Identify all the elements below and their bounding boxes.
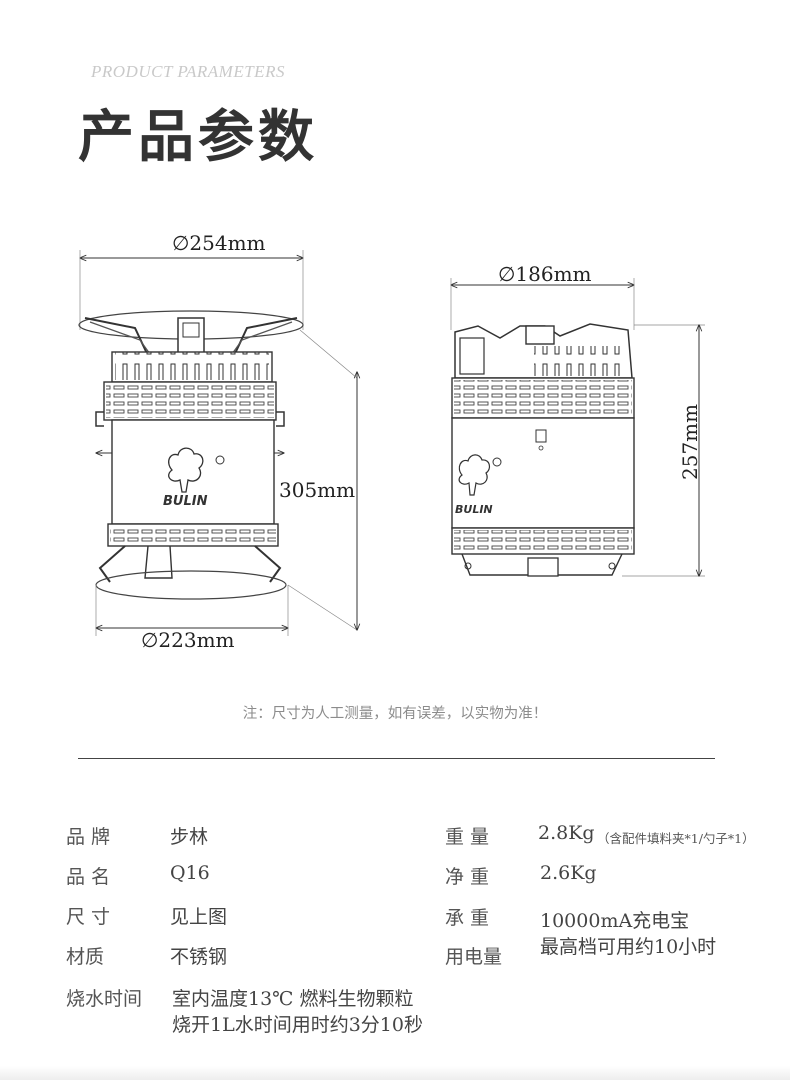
stove-compact-view: ∅186mm BULIN 257mm: [451, 262, 705, 576]
spec-boil-label: 烧水时间: [66, 988, 143, 1010]
spec-material-value: 不锈钢: [170, 946, 228, 968]
spec-name-label: 品 名: [66, 866, 111, 888]
brand-logo: BULIN: [163, 447, 225, 509]
spec-brand-value: 步林: [170, 826, 209, 848]
spec-size-value: 见上图: [170, 906, 228, 928]
bottom-fade: [0, 1066, 790, 1080]
spec-weight-label: 重 量: [445, 826, 490, 848]
left-height-label: 305mm: [279, 478, 355, 502]
brand-logo-text: BULIN: [163, 494, 208, 509]
spec-bearing-label: 承 重: [445, 907, 490, 929]
right-top-diameter-label: ∅186mm: [498, 262, 592, 286]
dimension-drawing: ∅254mm 224mm BULIN: [78, 231, 705, 652]
spec-boil-value-line2: 烧开1L水时间用时约3分10秒: [172, 1014, 423, 1036]
left-top-diameter-label: ∅254mm: [172, 231, 266, 255]
spec-power-label: 用电量: [445, 946, 503, 968]
right-height-label: 257mm: [678, 404, 702, 480]
divider: [78, 758, 715, 759]
spec-name-value: Q16: [170, 862, 210, 884]
spec-boil-value-line1: 室内温度13℃ 燃料生物颗粒: [172, 988, 414, 1010]
spec-weight-value: 2.8Kg: [538, 822, 595, 844]
brand-logo-compact: BULIN: [455, 454, 493, 516]
brand-logo-compact-text: BULIN: [455, 503, 493, 516]
spec-net-value: 2.6Kg: [540, 862, 597, 884]
spec-power-value-line2: 最高档可用约10小时: [540, 936, 717, 958]
measurement-note: 注：尺寸为人工测量，如有误差，以实物为准！: [242, 706, 548, 722]
left-bottom-diameter-label: ∅223mm: [141, 628, 235, 652]
spec-weight-note: （含配件填料夹*1/勺子*1）: [597, 831, 755, 846]
page-title: 产品参数: [78, 105, 318, 170]
spec-net-label: 净 重: [445, 866, 490, 888]
spec-power-value-line1: 10000mA充电宝: [540, 910, 690, 932]
section-subtitle: PRODUCT PARAMETERS: [91, 62, 285, 81]
spec-brand-label: 品 牌: [66, 826, 111, 848]
spec-size-label: 尺 寸: [66, 906, 111, 928]
spec-material-label: 材质: [66, 946, 105, 968]
stove-expanded-view: ∅254mm 224mm BULIN: [78, 231, 357, 652]
